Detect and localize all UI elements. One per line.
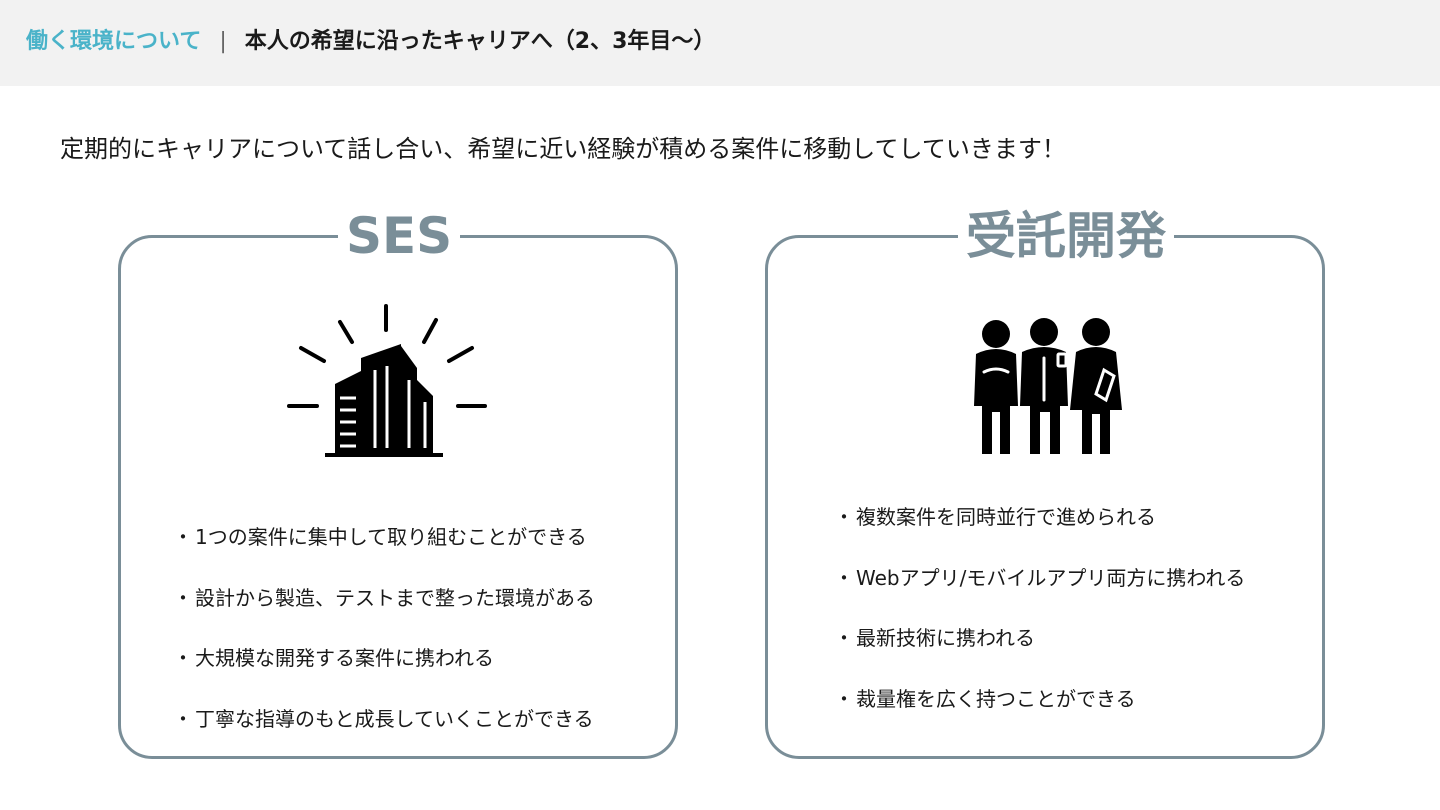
bullet-dot: ・ bbox=[834, 565, 854, 590]
bullet-dot: ・ bbox=[173, 525, 193, 549]
office-building-icon bbox=[283, 298, 493, 462]
list-item: ・大規模な開発する案件に携われる bbox=[173, 643, 595, 673]
list-item: ・丁寧な指導のもと成長していくことができる bbox=[173, 704, 595, 734]
bullet-dot: ・ bbox=[173, 585, 193, 610]
header-content: 働く環境について | 本人の希望に沿ったキャリアへ（2、3年目〜） bbox=[26, 26, 715, 58]
contract-dev-card-title: 受託開発 bbox=[958, 204, 1174, 268]
bullet-dot: ・ bbox=[173, 646, 193, 670]
list-item-text: Webアプリ/モバイルアプリ両方に携われる bbox=[856, 565, 1246, 590]
list-item: ・最新技術に携われる bbox=[834, 623, 1245, 653]
bullet-dot: ・ bbox=[834, 505, 854, 529]
header-bar: 働く環境について | 本人の希望に沿ったキャリアへ（2、3年目〜） bbox=[0, 0, 1440, 86]
list-item: ・裁量権を広く持つことができる bbox=[834, 684, 1245, 714]
list-item: ・1つの案件に集中して取り組むことができる bbox=[173, 522, 595, 552]
ses-feature-list: ・1つの案件に集中して取り組むことができる ・設計から製造、テストまで整った環境… bbox=[173, 522, 595, 764]
list-item-text: 設計から製造、テストまで整った環境がある bbox=[195, 585, 595, 610]
ses-card: SES bbox=[118, 204, 678, 759]
list-item-text: 最新技術に携われる bbox=[856, 626, 1035, 650]
section-label: 働く環境について bbox=[26, 29, 202, 54]
list-item-text: 丁寧な指導のもと成長していくことができる bbox=[195, 706, 594, 731]
bullet-dot: ・ bbox=[173, 706, 193, 731]
contract-dev-feature-list: ・複数案件を同時並行で進められる ・Webアプリ/モバイルアプリ両方に携われる … bbox=[834, 502, 1245, 744]
team-people-icon bbox=[964, 314, 1134, 462]
bullet-dot: ・ bbox=[834, 686, 854, 711]
list-item: ・Webアプリ/モバイルアプリ両方に携われる bbox=[834, 563, 1245, 593]
page-title: 本人の希望に沿ったキャリアへ（2、3年目〜） bbox=[244, 29, 716, 54]
list-item-text: 裁量権を広く持つことができる bbox=[856, 686, 1136, 711]
list-item-text: 複数案件を同時並行で進められる bbox=[856, 505, 1156, 529]
contract-dev-card: 受託開発 ・複数案件を同時並行で進められる ・Webアプ bbox=[765, 204, 1325, 759]
lead-text: 定期的にキャリアについて話し合い、希望に近い経験が積める案件に移動してしていきま… bbox=[60, 135, 1066, 163]
list-item: ・複数案件を同時並行で進められる bbox=[834, 502, 1245, 532]
list-item-text: 大規模な開発する案件に携われる bbox=[195, 646, 494, 670]
list-item-text: 1つの案件に集中して取り組むことができる bbox=[195, 525, 587, 549]
bullet-dot: ・ bbox=[834, 626, 854, 650]
list-item: ・設計から製造、テストまで整った環境がある bbox=[173, 583, 595, 613]
ses-card-title: SES bbox=[338, 204, 461, 268]
header-divider: | bbox=[219, 29, 227, 54]
